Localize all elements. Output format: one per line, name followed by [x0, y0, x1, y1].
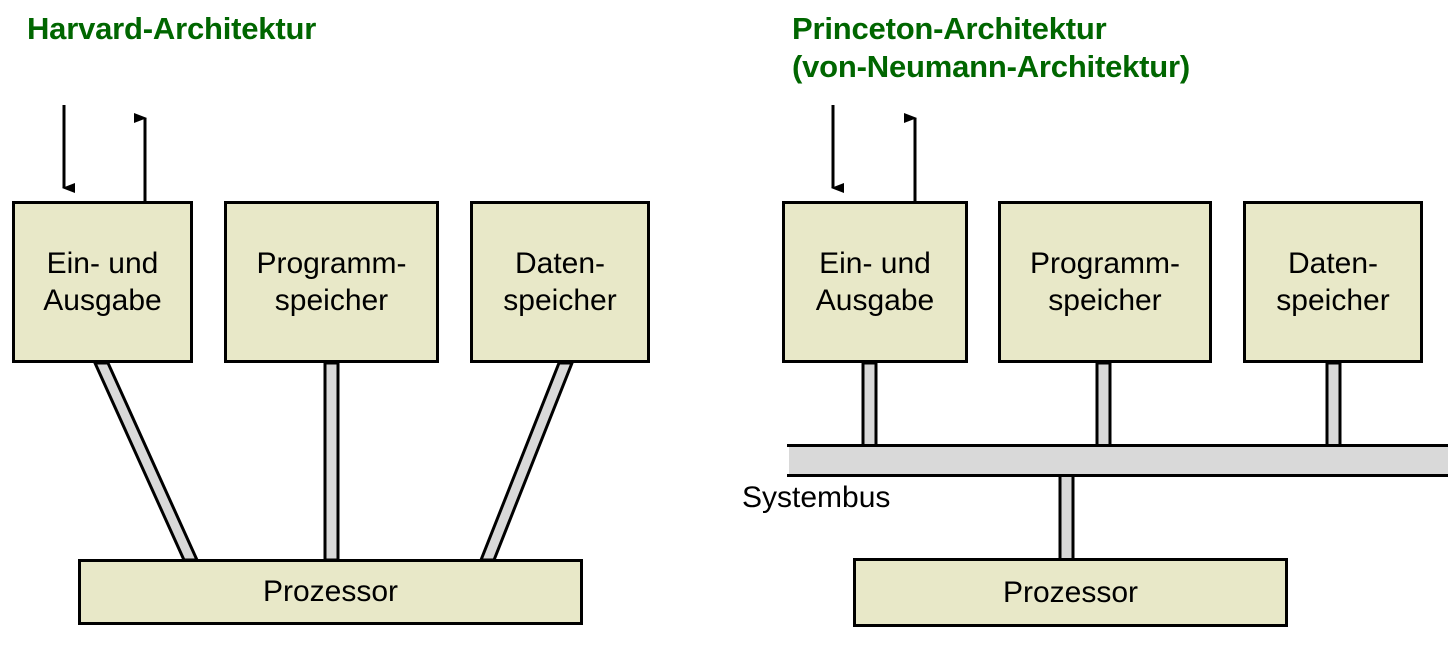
- right-program-bus-stub: [1095, 361, 1112, 449]
- princeton-title-line-2: (von-Neumann-Architektur): [792, 49, 1191, 84]
- left-program-memory-box-label: Programm- speicher: [256, 247, 407, 317]
- left-data-memory-box: Daten- speicher: [470, 201, 650, 363]
- left-io-box-label: Ein- und Ausgabe: [43, 247, 162, 317]
- right-program-memory-box-label: Programm- speicher: [1029, 247, 1180, 317]
- left-processor-box: Prozessor: [78, 559, 583, 625]
- left-io-arrows: [62, 105, 147, 201]
- left-data-memory-box-label: Daten- speicher: [503, 247, 617, 317]
- right-processor-box-label: Prozessor: [1002, 575, 1139, 609]
- left-program-memory-box: Programm- speicher: [224, 201, 439, 363]
- left-processor-box-label: Prozessor: [262, 575, 399, 608]
- system-bus-bar: [789, 444, 1448, 477]
- right-processor-bus-stub: [1058, 472, 1075, 563]
- right-data-memory-box-label: Daten- speicher: [1276, 247, 1390, 317]
- left-io-box: Ein- und Ausgabe: [12, 201, 193, 363]
- left-io-bus-leg: [92, 361, 200, 562]
- right-program-memory-box: Programm- speicher: [998, 201, 1212, 363]
- princeton-title-line-1: Princeton-Architektur: [792, 11, 1107, 46]
- right-processor-box: Prozessor: [853, 558, 1288, 627]
- right-data-memory-box: Daten- speicher: [1243, 201, 1423, 363]
- right-io-box: Ein- und Ausgabe: [782, 201, 968, 363]
- right-io-arrows: [831, 105, 917, 201]
- harvard-architecture-title: Harvard-Architektur: [27, 11, 317, 46]
- right-data-bus-stub: [1325, 361, 1342, 449]
- right-connectors: [861, 361, 1342, 563]
- system-bus-label: Systembus: [742, 481, 891, 514]
- left-data-bus-leg: [478, 361, 575, 562]
- right-io-bus-stub: [861, 361, 878, 449]
- right-io-box-label: Ein- und Ausgabe: [815, 247, 935, 317]
- left-program-bus-leg: [323, 361, 340, 562]
- princeton-architecture-title: Princeton-Architektur(von-Neumann-Archit…: [792, 10, 1190, 86]
- left-connectors: [92, 361, 575, 562]
